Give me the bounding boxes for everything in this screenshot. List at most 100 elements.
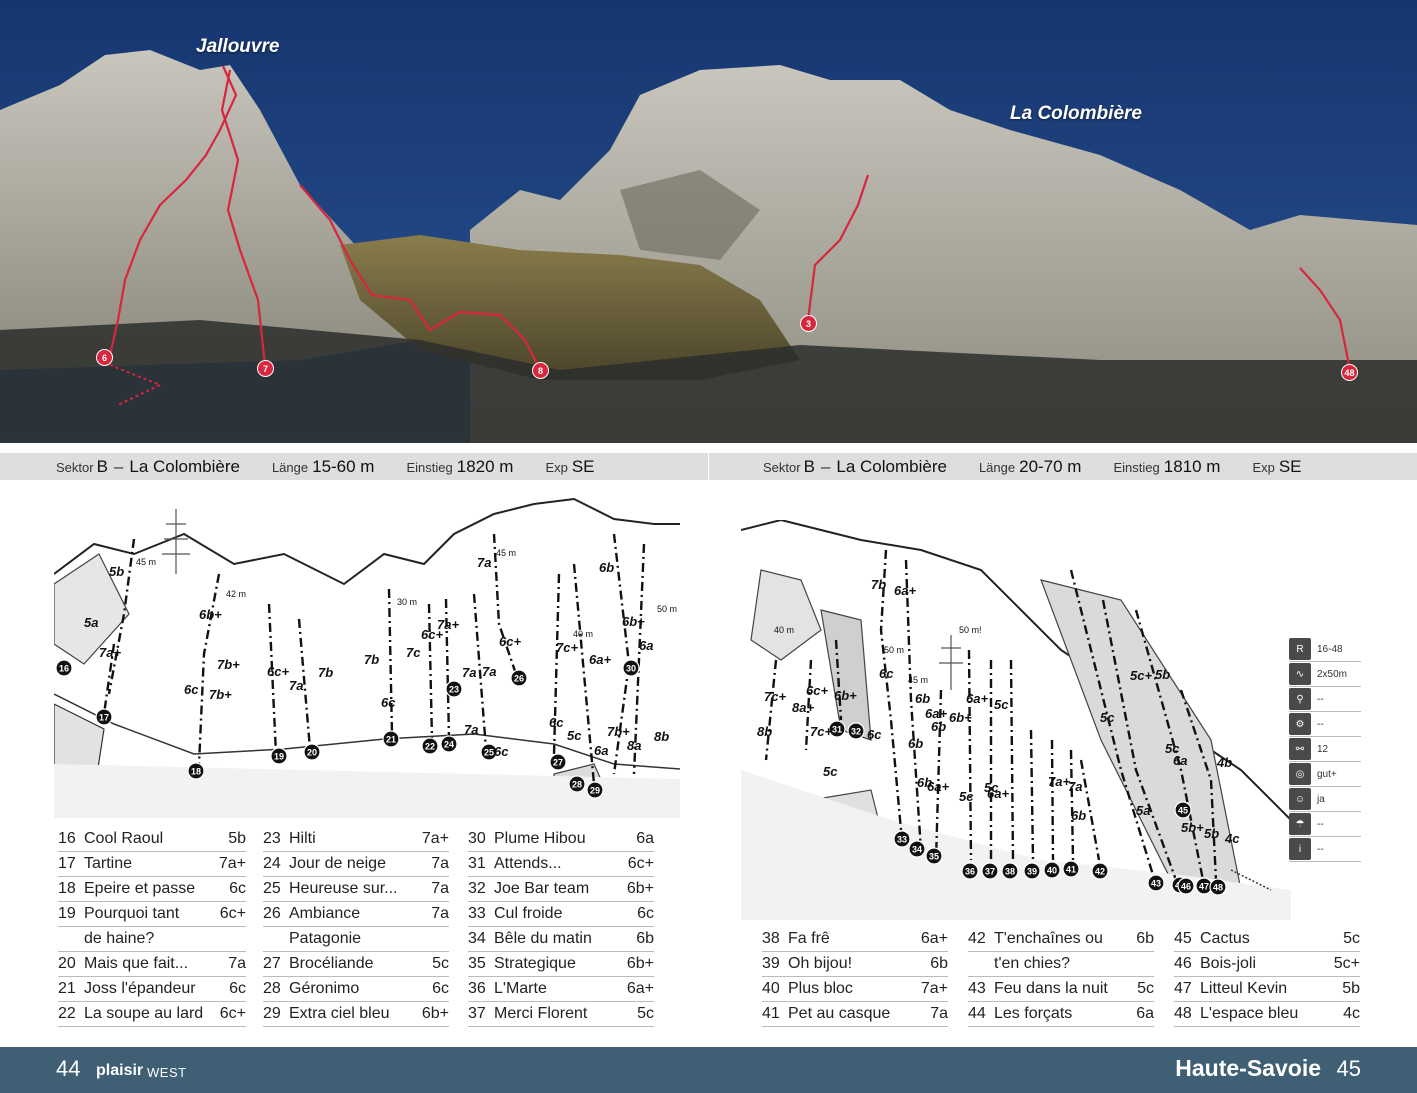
route-line	[804, 659, 813, 751]
route-grade: 6a	[636, 830, 654, 847]
route-number: 16	[58, 830, 76, 847]
grade-label: 6c	[494, 744, 509, 759]
route-grade: 5b	[228, 830, 246, 847]
route-number: 44	[968, 1005, 986, 1022]
route-number: 41	[762, 1005, 780, 1022]
grade-label: 7a	[289, 678, 303, 693]
pitch-length-label: 50 m!	[959, 625, 982, 635]
route-line	[552, 573, 561, 755]
route-number-marker: 45	[1174, 801, 1192, 819]
route-number: 18	[58, 880, 76, 897]
grade-label: 6b+	[834, 688, 857, 703]
route-row-continuation: Patagonie	[263, 927, 449, 952]
sector-label: Sektor	[763, 460, 801, 475]
grade-label: 7c+	[810, 724, 832, 739]
route-grade: 6a+	[920, 930, 948, 947]
pitch-length-label: 50 m	[884, 645, 904, 655]
svg-text:38: 38	[1005, 867, 1015, 877]
route-grade: 6b+	[421, 1005, 449, 1022]
info-value: gut+	[1317, 768, 1337, 780]
route-number-marker: 29	[586, 781, 604, 799]
exp-label: Exp	[545, 460, 568, 475]
route-name: Epeire et passe	[84, 880, 196, 897]
route-grade: 4c	[1343, 1005, 1360, 1022]
route-name: Attends...	[494, 855, 562, 872]
route-grade: 6a+	[626, 980, 654, 997]
route-number-marker: 23	[445, 680, 463, 698]
route-name: L'espace bleu	[1200, 1005, 1299, 1022]
route-line	[427, 603, 434, 740]
svg-text:23: 23	[449, 685, 459, 695]
route-name: Géronimo	[289, 980, 360, 997]
route-number-marker: 28	[568, 775, 586, 793]
grade-label: 5c	[1165, 741, 1180, 756]
route-line	[444, 598, 451, 740]
grade-label: 4b	[1216, 755, 1232, 770]
route-grade: 7a	[930, 1005, 948, 1022]
mountain-photo-graphic	[0, 0, 1417, 443]
route-line	[834, 639, 843, 721]
route-number-marker: 22	[421, 737, 439, 755]
route-line	[764, 659, 778, 761]
brand-name: plaisir	[96, 1062, 144, 1079]
grade-label: 6a	[1173, 753, 1187, 768]
route-grade: 7a	[431, 855, 449, 872]
svg-text:21: 21	[386, 735, 396, 745]
length-label: Länge	[271, 460, 309, 475]
route-name: Joe Bar team	[494, 880, 590, 897]
grade-label: 6b	[599, 560, 614, 575]
bolt-icon: ◎	[1289, 763, 1311, 785]
route-number-marker: 32	[847, 722, 865, 740]
svg-text:34: 34	[912, 845, 922, 855]
sector-letter: B	[803, 457, 815, 476]
route-grade: 5c+	[1333, 955, 1360, 972]
route-number: 37	[468, 1005, 486, 1022]
route-line	[1050, 739, 1055, 861]
exp-value: SE	[571, 457, 595, 476]
grade-label: 6b	[915, 691, 930, 706]
page-number-right: 45	[1336, 1056, 1361, 1081]
sector-letter: B	[96, 457, 108, 476]
route-grade: 5c	[1137, 980, 1154, 997]
grade-label: 6b	[931, 719, 946, 734]
route-name: Jour de neige	[289, 855, 386, 872]
route-icon: R	[1289, 638, 1311, 660]
route-grade: 6c+	[219, 1005, 246, 1022]
route-number: 46	[1174, 955, 1192, 972]
grade-label: 5b	[1155, 667, 1170, 682]
svg-text:28: 28	[572, 780, 582, 790]
svg-text:20: 20	[307, 748, 317, 758]
route-name: Extra ciel bleu	[289, 1005, 390, 1022]
svg-text:24: 24	[444, 740, 454, 750]
route-marker: 7	[257, 360, 274, 377]
sector-label: Sektor	[56, 460, 94, 475]
route-grade: 6b	[636, 930, 654, 947]
grade-label: 7c+	[556, 640, 578, 655]
pitch-length-label: 42 m	[226, 589, 246, 599]
route-name: Hilti	[289, 830, 316, 847]
route-grade: 6b	[1136, 930, 1154, 947]
start-value: 1810 m	[1163, 457, 1221, 476]
route-grade: 7a+	[421, 830, 449, 847]
grade-label: 5c	[994, 697, 1009, 712]
route-number-marker: 48	[1209, 878, 1227, 896]
route-number: 35	[468, 955, 486, 972]
crag-photo: Jallouvre La Colombière 6 7 8 3 48	[0, 0, 1417, 443]
grade-label: 7a	[464, 722, 478, 737]
route-number-marker: 25	[480, 743, 498, 761]
route-line	[472, 593, 488, 750]
